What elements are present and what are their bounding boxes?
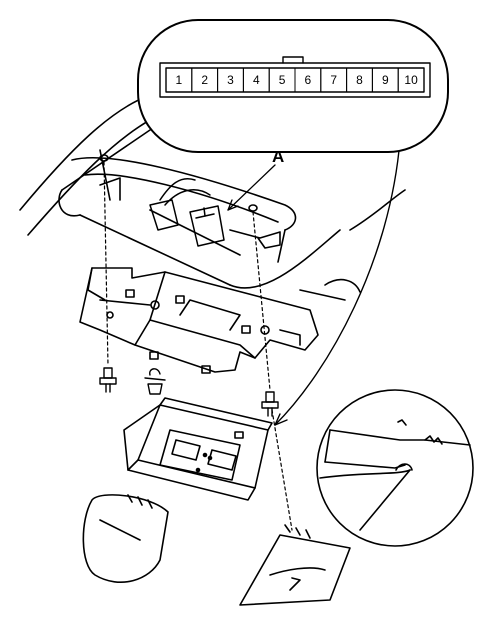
clip-fastener <box>144 368 166 395</box>
connector-pin-number: 10 <box>404 73 418 87</box>
connector-pin-number: 2 <box>201 73 208 87</box>
connector-pin-number: 3 <box>227 73 234 87</box>
console-housing <box>123 397 273 501</box>
bolt-left <box>99 367 117 393</box>
mounting-bracket <box>79 267 319 374</box>
lens-cover-left <box>82 494 169 583</box>
connector-pin-number: 7 <box>330 73 337 87</box>
connector-pin-number: 9 <box>382 73 389 87</box>
connector-pins: 1 2 3 4 5 6 7 8 9 10 <box>165 67 425 93</box>
detail-inset-circle <box>316 389 474 547</box>
roof-console-opening <box>71 154 297 263</box>
connector-pin-number: 6 <box>305 73 312 87</box>
lens-cover-right <box>239 524 351 606</box>
connector-pin-number: 8 <box>356 73 363 87</box>
connector-pin-number: 4 <box>253 73 260 87</box>
wire-harness <box>149 178 225 247</box>
bolt-right <box>261 391 279 417</box>
connector-pin-number: 1 <box>176 73 183 87</box>
connector-pin-cell <box>397 67 425 93</box>
connector-pin-number: 5 <box>279 73 286 87</box>
connector-leader-curve <box>274 139 401 426</box>
bolt-guide-lines <box>103 161 293 531</box>
connector-a-leader <box>227 164 276 211</box>
